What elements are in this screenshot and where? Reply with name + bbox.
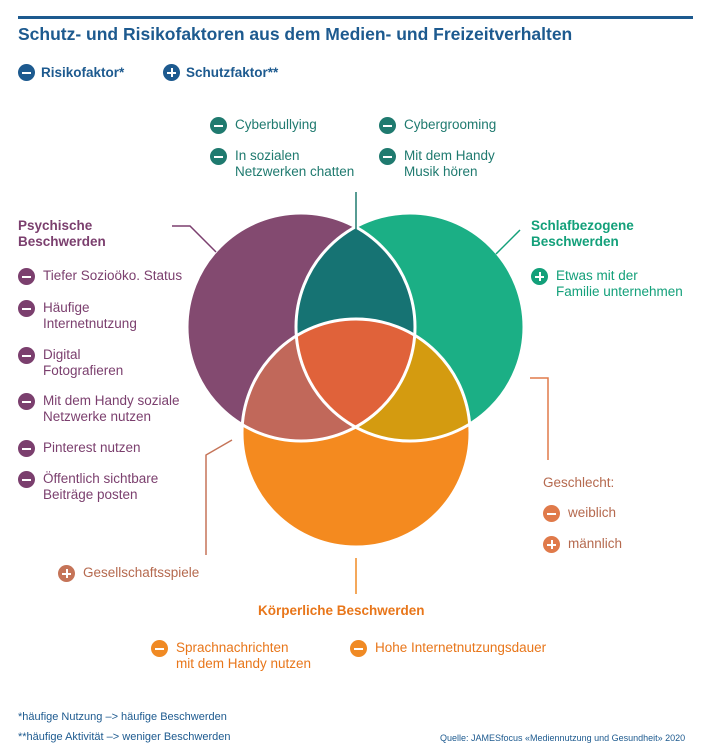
item-label: Pinterest nutzen [43, 440, 141, 455]
footnote-risk: *häufige Nutzung –> häufige Beschwerden [18, 711, 227, 723]
item-sprachnachrichten: Sprachnachrichten mit dem Handy nutzen [151, 640, 311, 672]
minus-circle-icon [210, 117, 227, 134]
item-chatten: In sozialen Netzwerken chatten [210, 148, 354, 180]
item-beitraege: Öffentlich sichtbare Beiträge posten [18, 471, 158, 503]
connector-psych [172, 225, 217, 253]
legend-risk: Risikofaktor* [18, 64, 124, 81]
source-note: Quelle: JAMESfocus «Mediennutzung und Ge… [440, 733, 686, 743]
heading-geschlecht: Geschlecht: [543, 475, 615, 490]
item-label: Öffentlich sichtbare Beiträge posten [43, 471, 159, 502]
minus-circle-icon [350, 640, 367, 657]
item-weiblich: weiblich [543, 505, 616, 522]
plus-circle-icon [163, 64, 180, 81]
item-maennlich: männlich [543, 536, 622, 553]
item-label: In sozialen Netzwerken chatten [235, 148, 355, 179]
plus-circle-icon [531, 268, 548, 285]
connector-gender [530, 377, 549, 460]
plus-circle-icon [543, 536, 560, 553]
legend-protect-label: Schutzfaktor** [186, 65, 279, 80]
minus-circle-icon [543, 505, 560, 522]
minus-circle-icon [18, 347, 35, 364]
item-fotografieren: Digital Fotografieren [18, 347, 123, 379]
item-cyberbullying: Cyberbullying [210, 117, 317, 134]
connector-sleep [495, 229, 521, 255]
minus-circle-icon [151, 640, 168, 657]
item-cybergrooming: Cybergrooming [379, 117, 496, 134]
item-musik: Mit dem Handy Musik hören [379, 148, 495, 180]
page-title: Schutz- und Risikofaktoren aus dem Medie… [18, 24, 573, 44]
heading-psychisch: Psychische Beschwerden [18, 218, 106, 249]
minus-circle-icon [18, 393, 35, 410]
heading-schlaf: Schlafbezogene Beschwerden [531, 218, 634, 249]
item-label: Digital Fotografieren [43, 347, 124, 378]
item-label: Mit dem Handy Musik hören [404, 148, 495, 179]
item-label: Häufige Internetnutzung [43, 300, 137, 331]
minus-circle-icon [18, 300, 35, 317]
item-pinterest: Pinterest nutzen [18, 440, 141, 457]
item-internetnutzung: Häufige Internetnutzung [18, 300, 137, 332]
item-label: weiblich [568, 505, 617, 520]
item-internetnutzungsdauer: Hohe Internetnutzungsdauer [350, 640, 546, 657]
title-rule [18, 16, 693, 19]
item-label: Hohe Internetnutzungsdauer [375, 640, 547, 655]
heading-koerperlich: Körperliche Beschwerden [258, 603, 425, 618]
item-familie: Etwas mit der Familie unternehmen [531, 268, 683, 300]
footnote-protect: **häufige Aktivität –> weniger Beschwerd… [18, 731, 231, 743]
plus-circle-icon [58, 565, 75, 582]
item-label: Mit dem Handy soziale Netzwerke nutzen [43, 393, 180, 424]
item-gesellschaftsspiele: Gesellschaftsspiele [58, 565, 199, 582]
legend-risk-label: Risikofaktor* [41, 65, 125, 80]
item-label: Gesellschaftsspiele [83, 565, 200, 580]
item-soziale-netzwerke: Mit dem Handy soziale Netzwerke nutzen [18, 393, 180, 425]
item-sozio-status: Tiefer Sozioöko. Status [18, 268, 182, 285]
minus-circle-icon [379, 148, 396, 165]
item-label: männlich [568, 536, 623, 551]
connector-games [205, 439, 233, 555]
minus-circle-icon [18, 268, 35, 285]
minus-circle-icon [18, 440, 35, 457]
item-label: Etwas mit der Familie unternehmen [556, 268, 683, 299]
item-label: Cyberbullying [235, 117, 317, 132]
item-label: Sprachnachrichten mit dem Handy nutzen [176, 640, 312, 671]
minus-circle-icon [18, 64, 35, 81]
minus-circle-icon [210, 148, 227, 165]
item-label: Tiefer Sozioöko. Status [43, 268, 183, 283]
legend-protect: Schutzfaktor** [163, 64, 278, 81]
item-label: Cybergrooming [404, 117, 497, 132]
minus-circle-icon [18, 471, 35, 488]
minus-circle-icon [379, 117, 396, 134]
